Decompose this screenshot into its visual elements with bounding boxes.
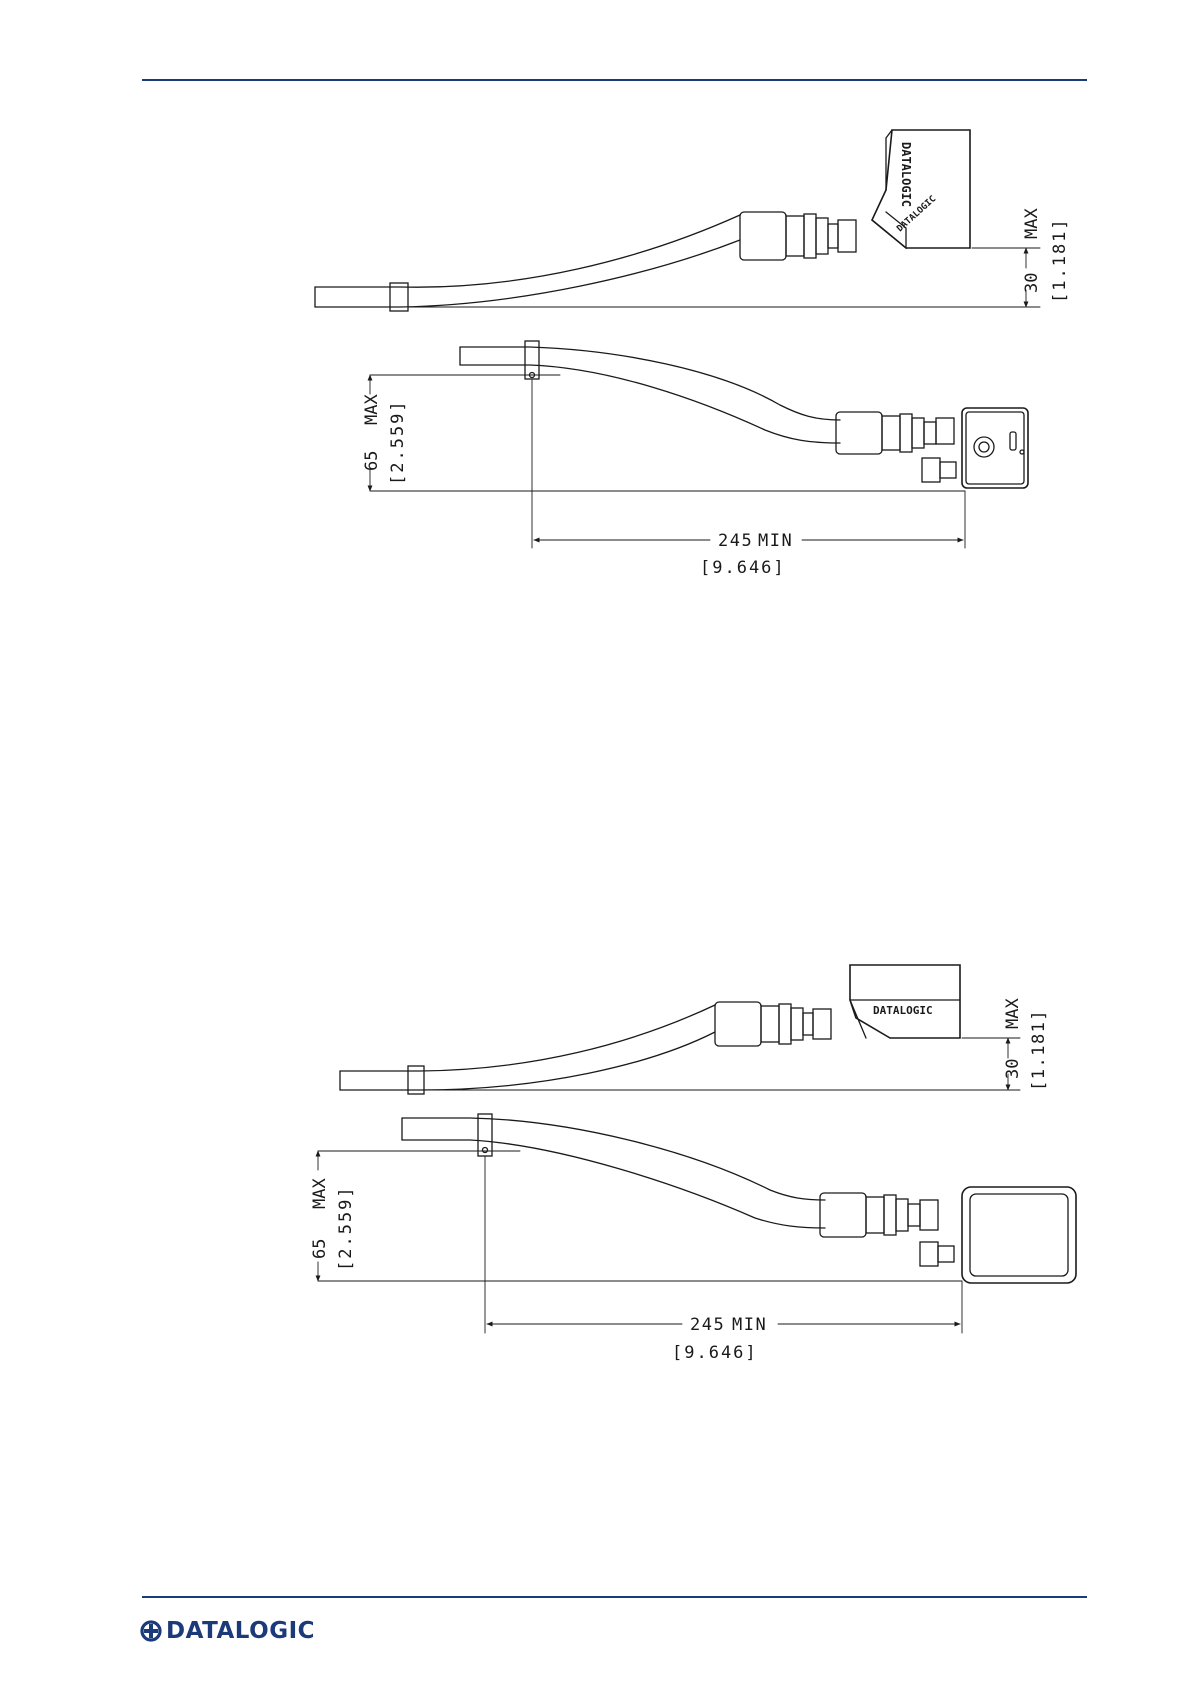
figure-2: DATALOGIC 30 MAX [1.181]: [310, 965, 1076, 1363]
length-label: MIN: [758, 531, 793, 551]
cable: [315, 215, 740, 307]
length-label: MIN: [732, 1315, 767, 1335]
dimension-length: [485, 1156, 962, 1333]
aux-connector: [920, 1242, 954, 1266]
aux-connector: [922, 458, 956, 482]
length-value: 245: [690, 1315, 725, 1335]
figure-2-top-view: 65 MAX [2.559] 245 MIN [9.646]: [310, 1114, 1076, 1363]
figure-1: DATALOGIC DATALOGIC 30 MAX [1.181]: [315, 130, 1070, 578]
footer-logo: DATALOGIC: [140, 1618, 315, 1644]
figure-1-top-view: 65 MAX [2.559] 245 MIN [9.646]: [362, 341, 1028, 578]
reader-housing-top: [962, 408, 1028, 488]
cable: [340, 1005, 715, 1090]
reader-housing-top: [962, 1187, 1076, 1283]
housing-brand-text: DATALOGIC: [899, 142, 913, 207]
figure-1-side-view: DATALOGIC DATALOGIC 30 MAX [1.181]: [315, 130, 1070, 311]
height-label: MAX: [1003, 998, 1023, 1029]
height-inch: [1.181]: [1050, 217, 1070, 303]
clearance-label: MAX: [310, 1178, 330, 1209]
height-inch: [1.181]: [1029, 1009, 1049, 1091]
housing-brand-text: DATALOGIC: [873, 1004, 933, 1017]
cable-connector: [715, 1002, 831, 1046]
cable-connector: [836, 412, 954, 454]
height-value: 30: [1022, 273, 1042, 293]
figure-2-side-view: DATALOGIC 30 MAX [1.181]: [340, 965, 1049, 1094]
dimension-height-label: 30 MAX [1.181]: [1022, 208, 1070, 303]
dimension-length: [532, 380, 965, 548]
mounting-hole: [483, 1148, 488, 1153]
cable-clip: [478, 1114, 492, 1156]
clearance-label: MAX: [362, 394, 382, 425]
clearance-value: 65: [310, 1239, 330, 1259]
dimension-height-label: 30 MAX [1.181]: [1003, 998, 1049, 1091]
cable: [402, 1118, 825, 1228]
length-inch: [9.646]: [672, 1343, 758, 1363]
height-label: MAX: [1022, 208, 1042, 239]
footer-rule: [142, 1596, 1087, 1598]
reader-housing-side: DATALOGIC: [850, 965, 960, 1038]
length-value: 245: [718, 531, 753, 551]
clearance-inch: [2.559]: [336, 1185, 356, 1271]
dimension-clearance-label: 65 MAX [2.559]: [362, 394, 408, 485]
cable: [460, 347, 840, 443]
datalogic-logo-icon: [140, 1620, 162, 1642]
clearance-inch: [2.559]: [388, 399, 408, 485]
button-icon: [974, 437, 994, 457]
cable-connector: [740, 212, 856, 260]
dimension-height: [408, 248, 1040, 307]
height-value: 30: [1003, 1059, 1023, 1079]
reader-housing-side: DATALOGIC DATALOGIC: [872, 130, 970, 248]
clearance-value: 65: [362, 451, 382, 471]
length-inch: [9.646]: [700, 558, 786, 578]
footer-brand: DATALOGIC: [166, 1618, 315, 1644]
cable-connector: [820, 1193, 938, 1237]
dimension-clearance-label: 65 MAX [2.559]: [310, 1178, 356, 1271]
